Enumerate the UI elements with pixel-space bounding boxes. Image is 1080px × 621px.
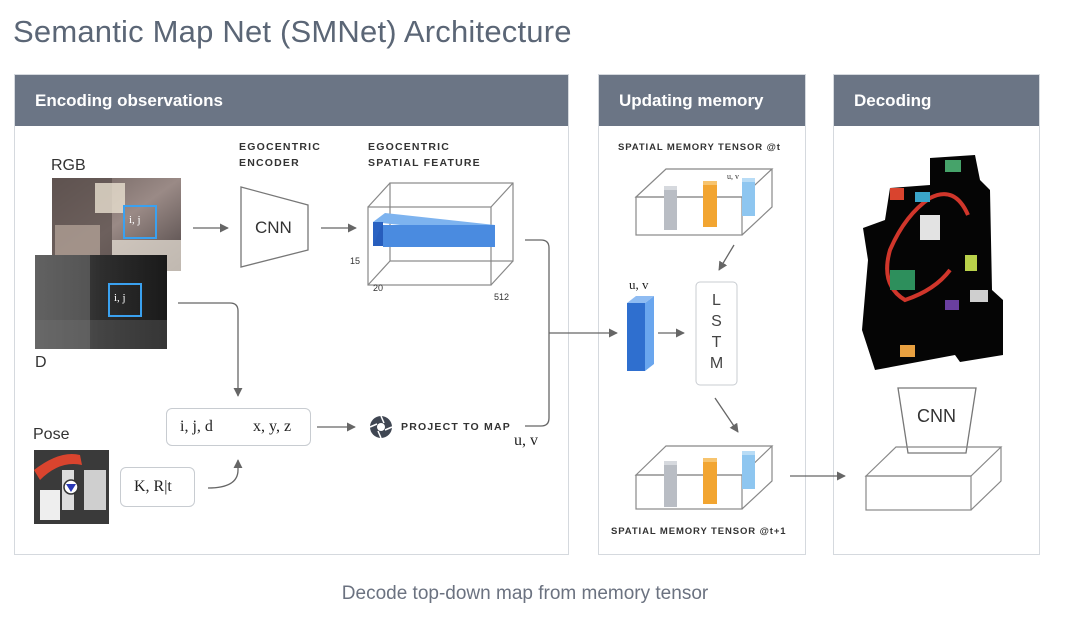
lstm-box [695,281,738,386]
merge-bracket [525,239,550,427]
encoding-panel-header: Encoding observations [15,75,568,126]
lstm-letter-t: T [711,334,722,351]
encoder-cnn-shape [240,186,309,268]
camera-params-box: K, R|t [120,467,195,507]
arrow-k-to-project [207,459,243,489]
feature-dim-15: 15 [350,256,361,266]
lstm-letter-m: M [709,355,724,372]
ijd-xyz-box: i, j, d x, y, z [166,408,311,446]
decoding-panel-header: Decoding [834,75,1039,126]
memory-tensor-uv-small: u, v [727,172,739,181]
ijd-label: i, j, d [180,418,213,435]
project-to-map-label: PROJECT TO MAP [401,421,511,433]
encoder-label-line1: EGOCENTRIC [239,141,322,153]
xyz-label: x, y, z [253,418,292,435]
rgb-patch-label: i, j [129,214,141,226]
lstm-letter-l: L [712,292,721,309]
rgb-label: RGB [51,157,86,174]
rgb-patch-box [123,205,157,239]
depth-label: D [35,354,47,371]
decoder-input-box [864,446,1003,511]
arrow-depth-to-project [178,302,243,397]
feature-label-line2: SPATIAL FEATURE [368,157,481,169]
lstm-letter-s: S [711,313,722,330]
pose-label: Pose [33,426,70,443]
camera-params-label: K, R|t [134,478,172,495]
depth-patch-label: i, j [114,292,126,304]
memory-tensor-t-label: SPATIAL MEMORY TENSOR @t [618,142,781,153]
depth-patch-box [108,283,142,317]
project-uv-label: u, v [514,432,538,449]
feature-label-line1: EGOCENTRIC [368,141,451,153]
encoder-cnn-label: CNN [255,218,292,237]
feature-dim-20: 20 [373,283,384,293]
arrow-memory-to-lstm [718,244,735,271]
egocentric-feature-bar [373,213,495,247]
decoder-cnn-shape [897,387,977,454]
uv-vector-label: u, v [629,277,649,292]
memory-tensor-t1-label: SPATIAL MEMORY TENSOR @t+1 [611,526,787,537]
decoder-cnn-label: CNN [917,406,956,426]
memory-tensor-t1-bars [664,451,755,507]
feature-dim-512: 512 [494,292,510,302]
page-title: Semantic Map Net (SMNet) Architecture [13,14,572,49]
lstm-letters: L S T M [696,290,737,374]
top-down-map [862,155,1003,370]
encoder-label-line2: ENCODER [239,157,300,169]
uv-feature-vector [627,296,654,371]
arrow-lstm-to-memory [714,397,739,433]
updating-panel-header: Updating memory [599,75,805,126]
pose-image [34,450,109,524]
depth-image [35,255,167,349]
memory-tensor-t-bars [664,178,755,230]
caption: Decode top-down map from memory tensor [341,583,709,604]
aperture-icon [369,415,393,439]
